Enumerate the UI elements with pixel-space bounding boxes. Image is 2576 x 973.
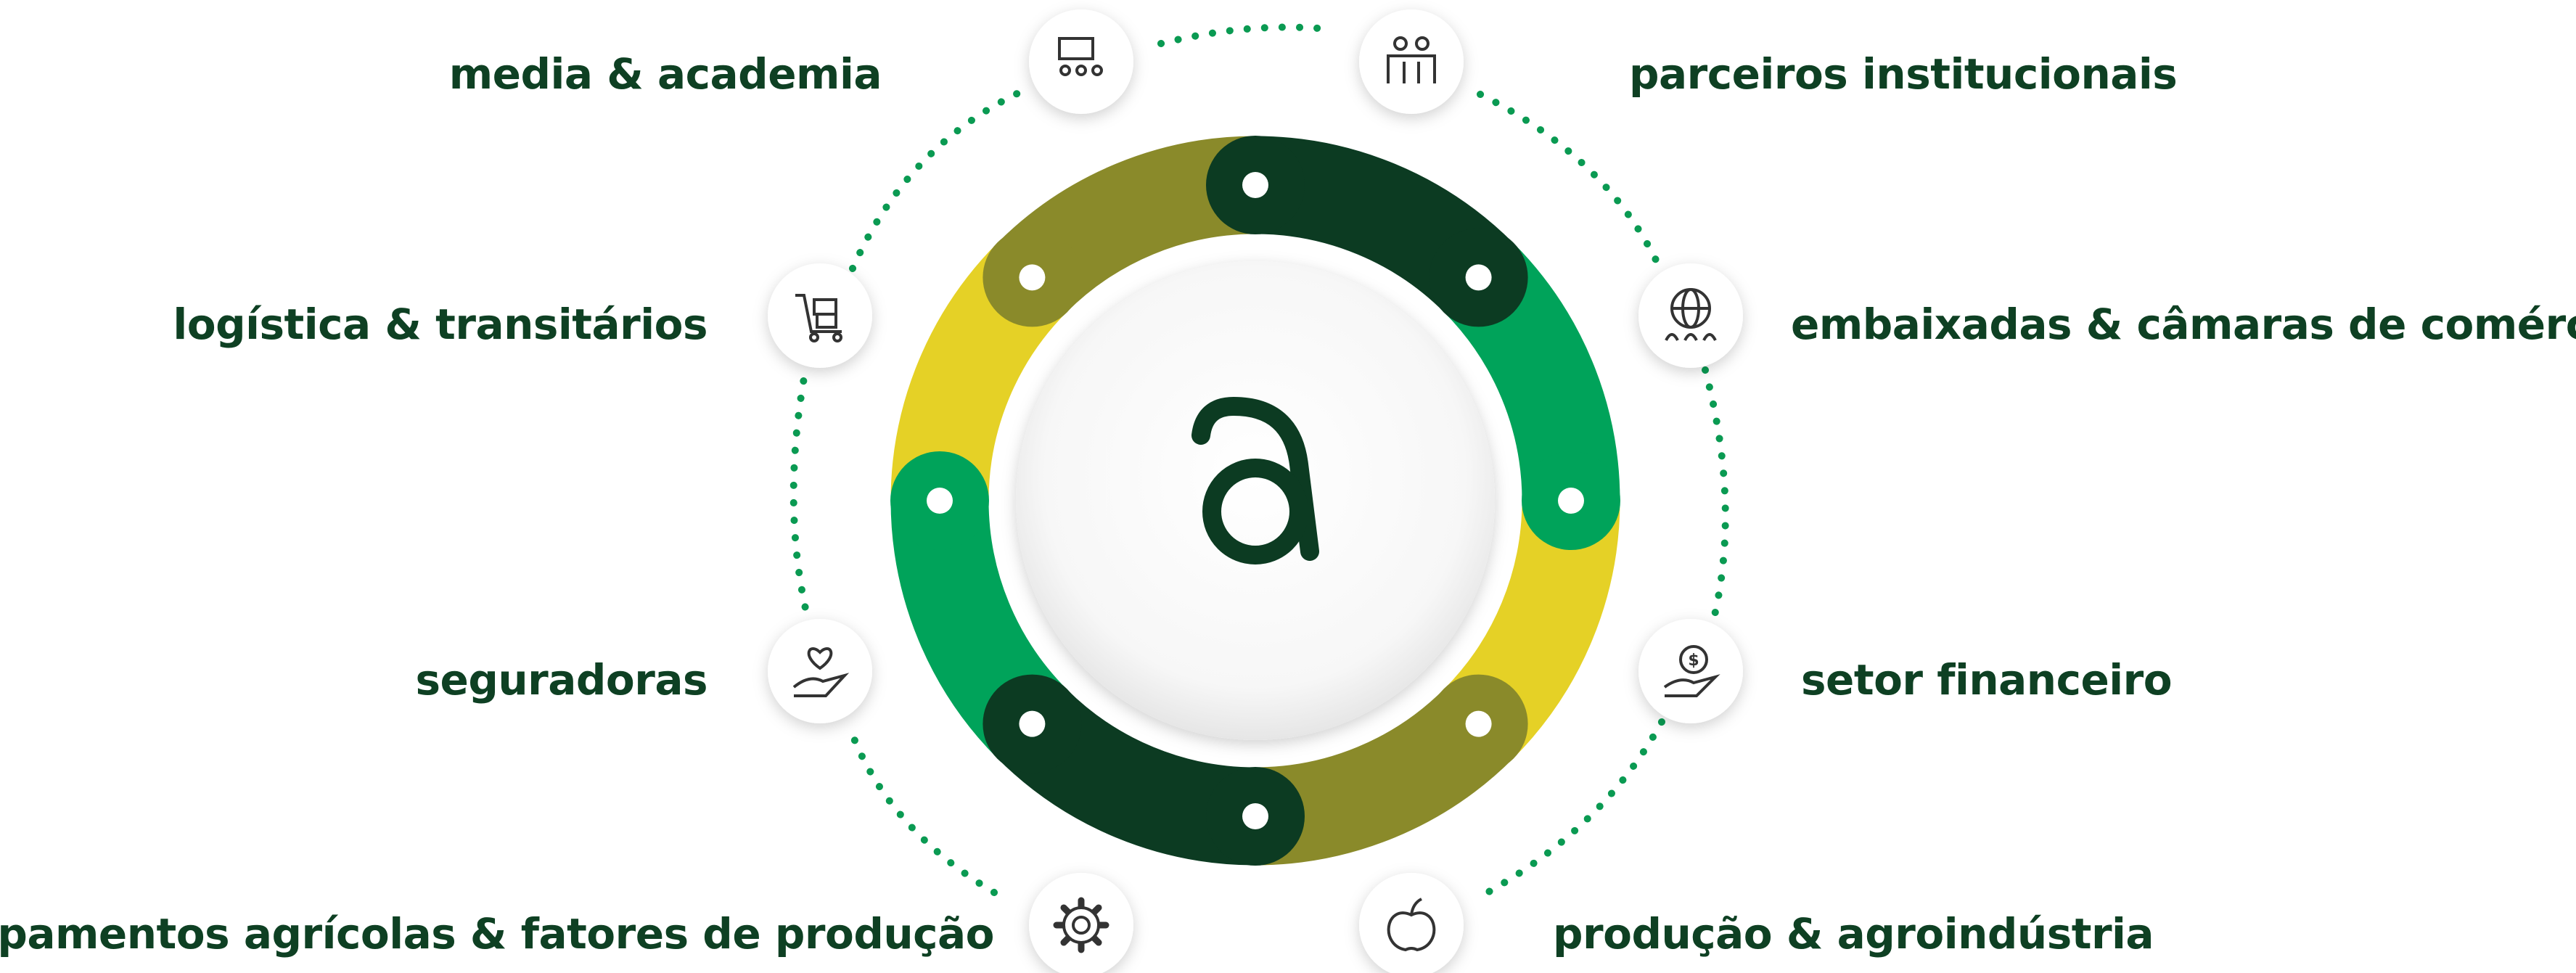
cart-boxes-icon [768,263,872,368]
label-media: media & academia [448,49,882,99]
ring-node [983,228,1082,327]
ring-node [1429,674,1528,773]
ring-node [1206,767,1305,866]
label-financeiro: setor financeiro [1801,655,2173,705]
dotted-connector [789,23,1729,896]
globe-people-icon [1638,263,1743,368]
gear-icon [1029,873,1133,973]
label-parceiros: parceiros institucionais [1629,49,2178,99]
icon-circles: $ [768,9,1743,973]
label-equipamentos: equipamentos agrícolas & fatores de prod… [0,909,994,958]
ring-node [1429,228,1528,327]
svg-text:$: $ [1688,652,1699,670]
apple-icon [1359,873,1464,973]
center-logo-icon [1191,397,1319,564]
label-seguradoras: seguradoras [415,655,707,705]
presentation-icon [1029,9,1133,114]
label-logistica: logística & transitários [173,300,707,349]
ring-node [1522,451,1620,550]
label-embaixadas: embaixadas & câmaras de comércio [1791,300,2576,349]
ring-node [1206,136,1305,234]
heart-hand-icon [768,619,872,723]
label-producao: produção & agroindústria [1553,909,2154,958]
inner-disc [1016,261,1495,740]
ring-node [983,674,1082,773]
ring-nodes [890,136,1620,866]
money-hand-icon: $ [1638,619,1743,723]
people-group-icon [1359,9,1464,114]
ring-node [890,451,989,550]
